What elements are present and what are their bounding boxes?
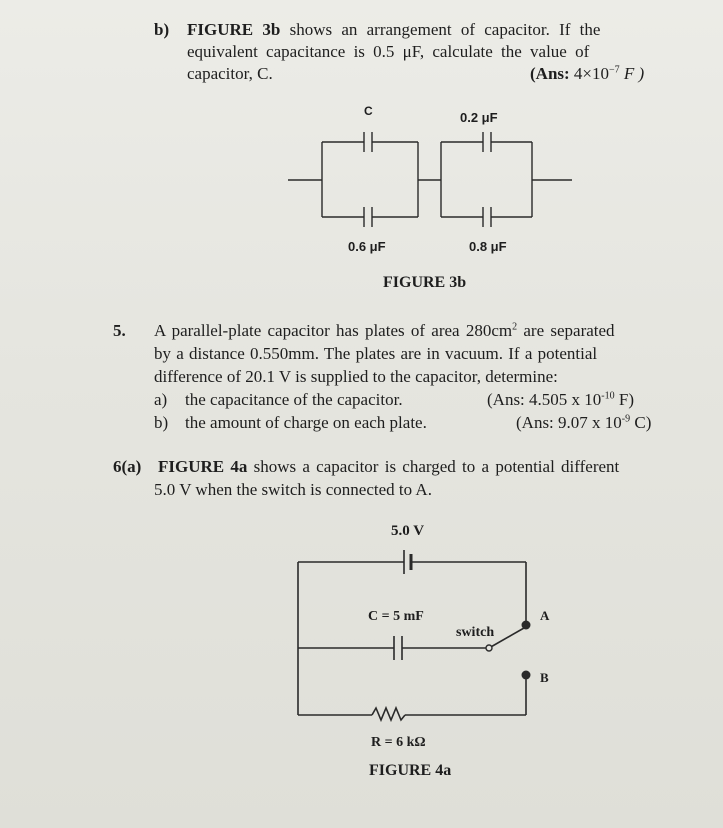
q5a-answer-unit: F) <box>618 390 634 409</box>
q4b-figure-ref: FIGURE 3b <box>187 20 281 39</box>
q5b-answer-unit: C) <box>634 413 652 432</box>
q5-number: 5. <box>113 321 126 340</box>
terminal-a-label: A <box>540 608 550 623</box>
label-0-8uf: 0.8 μF <box>469 239 507 254</box>
label-c: C <box>364 104 373 118</box>
q6a-line2: 5.0 V when the switch is connected to A. <box>154 480 432 499</box>
battery-label: 5.0 V <box>391 523 425 539</box>
q5-line1: A parallel-plate capacitor has plates of… <box>154 320 615 342</box>
q4b-answer-exp: −7 <box>609 64 620 76</box>
q5a-text: the capacitance of the capacitor. <box>185 390 403 409</box>
q4b-answer-prefix: (Ans: <box>530 64 570 83</box>
q5-area-value: 280cm <box>465 321 513 340</box>
q5b-answer-exp: -9 <box>621 413 631 425</box>
terminal-b-label: B <box>540 670 549 685</box>
q4b-answer: (Ans: 4×10−7 F ) <box>530 63 644 85</box>
terminal-a-dot <box>521 620 531 630</box>
q4b-line1: FIGURE 3b shows an arrangement of capaci… <box>187 19 600 41</box>
q4b-label: b) <box>154 20 170 39</box>
q4b-answer-value: 4×10 <box>573 64 610 83</box>
capacitor-label: C = 5 mF <box>368 609 424 624</box>
q4b-line1-text: shows an arrangement of capacitor. If th… <box>289 20 601 39</box>
figure4a-caption: FIGURE 4a <box>369 762 452 779</box>
q5b-text: the amount of charge on each plate. <box>185 413 427 432</box>
q5a-label: a) <box>154 390 168 409</box>
terminal-b-dot <box>521 670 531 680</box>
q5b-answer-value: (Ans: 9.07 x 10 <box>516 413 622 432</box>
q5a-answer-value: (Ans: 4.505 x 10 <box>487 390 602 409</box>
q6a-line1-text: shows a capacitor is charged to a potent… <box>253 457 620 476</box>
q5b-answer: (Ans: 9.07 x 10-9 C) <box>516 412 651 434</box>
label-0-2uf: 0.2 μF <box>460 110 498 125</box>
q4b-line2: equivalent capacitance is 0.5 μF, calcul… <box>187 42 590 61</box>
q5b-label: b) <box>154 413 169 432</box>
switch-pivot <box>485 644 493 652</box>
q5-line2: by a distance 0.550mm. The plates are in… <box>154 344 598 363</box>
q5a-answer: (Ans: 4.505 x 10-10 F) <box>487 389 634 411</box>
q6a-figure-ref: FIGURE 4a <box>158 457 248 476</box>
q5-line1-pre: A parallel-plate capacitor has plates of… <box>154 321 460 340</box>
figure3b-caption: FIGURE 3b <box>383 274 467 291</box>
q4b-answer-unit: F ) <box>623 64 645 83</box>
q5-area-exp: 2 <box>512 321 518 333</box>
q6a-number: 6(a) <box>113 457 142 476</box>
switch-label: switch <box>456 625 495 640</box>
q5-line3: difference of 20.1 V is supplied to the … <box>154 367 558 386</box>
q4b-line3: capacitor, C. <box>187 64 273 83</box>
q5-line1-post: are separated <box>523 321 615 340</box>
label-0-6uf: 0.6 μF <box>348 239 386 254</box>
q6a-line1: FIGURE 4a shows a capacitor is charged t… <box>158 456 619 478</box>
q5a-answer-exp: -10 <box>601 390 615 402</box>
resistor-label: R = 6 kΩ <box>371 735 426 750</box>
